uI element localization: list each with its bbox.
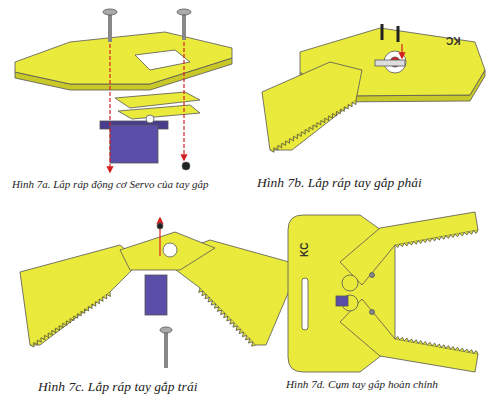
jaw-teeth — [395, 230, 478, 248]
part-shape — [370, 310, 375, 315]
part-shape — [370, 273, 375, 278]
part-shape — [375, 60, 405, 66]
part-shape — [336, 296, 348, 306]
part-shape — [182, 14, 186, 40]
right-jaw-assembly — [262, 24, 485, 152]
part-shape — [145, 275, 167, 315]
part-shape — [340, 212, 478, 285]
part-marking: KC — [446, 34, 460, 46]
left-jaw-assembly — [20, 218, 300, 368]
part-shape — [164, 332, 168, 368]
part-shape — [110, 125, 158, 163]
part-shape — [157, 223, 163, 229]
part-shape — [120, 232, 215, 270]
figure-caption: Hình 7a. Lắp ráp động cơ Servo của tay g… — [12, 178, 209, 191]
figure-caption: Hình 7b. Lắp ráp tay gắp phải — [257, 175, 422, 191]
part-shape — [342, 275, 358, 291]
part-shape — [183, 42, 184, 160]
jaw-teeth — [30, 292, 110, 347]
part-shape — [160, 327, 172, 333]
figure-caption: Hình 7c. Lắp ráp tay gắp trái — [38, 379, 197, 395]
part-shape — [397, 26, 400, 42]
part-shape — [163, 243, 177, 257]
part-shape — [118, 105, 200, 119]
part-shape — [302, 278, 308, 330]
servo-assembly — [15, 9, 232, 172]
part-shape — [381, 24, 384, 40]
part-shape — [182, 162, 190, 170]
part-shape — [103, 9, 117, 15]
part-shape — [109, 44, 110, 172]
figure-caption: Hình 7d. Cụm tay gắp hoàn chỉnh — [286, 378, 438, 391]
part-shape — [401, 44, 402, 58]
part-shape — [146, 115, 154, 123]
part-shape — [20, 245, 140, 345]
part-shape — [108, 14, 112, 42]
jaw-teeth — [270, 100, 356, 152]
part-shape — [177, 9, 191, 15]
jaw-teeth — [395, 337, 478, 355]
complete-gripper — [288, 212, 478, 372]
part-shape — [135, 50, 190, 70]
part-shape — [15, 32, 232, 84]
jaw-teeth — [199, 288, 256, 346]
part-marking: KC — [299, 243, 311, 257]
part-shape — [340, 299, 478, 372]
